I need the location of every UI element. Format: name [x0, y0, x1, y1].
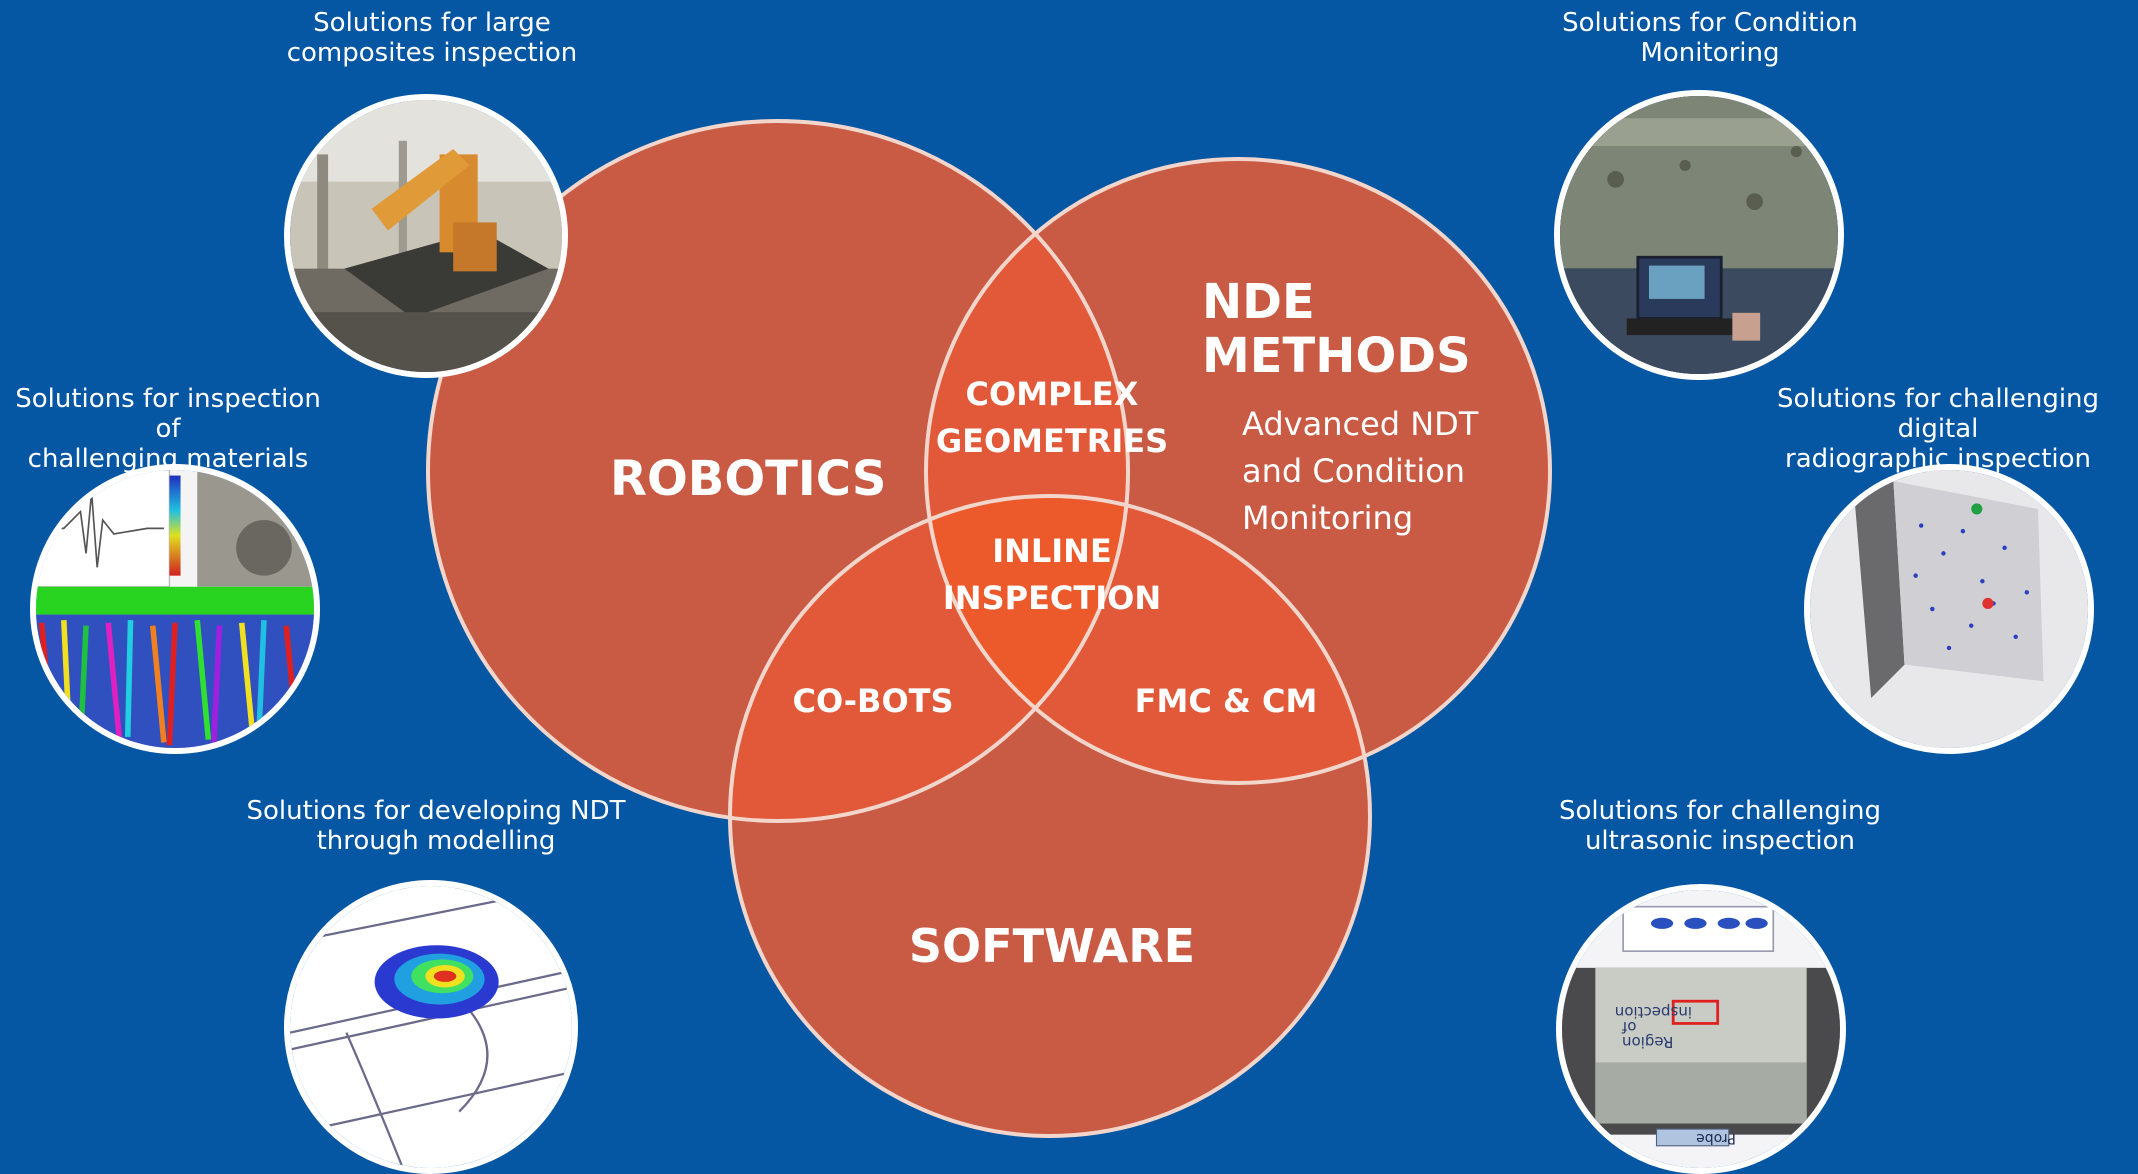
robot-arm-composites-image	[284, 94, 568, 378]
fmc-label: FMC & CM	[1135, 682, 1318, 720]
inline-label-line2: INSPECTION	[943, 579, 1161, 617]
radiographic-scan-image	[1804, 464, 2094, 754]
caption-condition-monitoring: Solutions for Condition Monitoring	[1562, 8, 1858, 68]
nde-desc-line1: Advanced NDT	[1242, 405, 1479, 443]
complex-label-line1: COMPLEX	[966, 375, 1139, 413]
circle-outlines	[426, 119, 1552, 1138]
condition-monitoring-image	[1554, 90, 1844, 380]
nde-label-line1: NDE	[1202, 274, 1315, 330]
ndt-modelling-image	[284, 880, 578, 1174]
software-label: SOFTWARE	[909, 919, 1195, 973]
ultrasonic-inspection-image	[1556, 884, 1846, 1174]
nde-label-line2: METHODS	[1202, 328, 1471, 384]
caption-modelling: Solutions for developing NDT through mod…	[246, 796, 626, 856]
overlap-nde-software	[926, 496, 1370, 783]
robotics-label: ROBOTICS	[610, 451, 886, 507]
inline-label-line1: INLINE	[992, 532, 1112, 570]
region-of-inspection-label: Region of inspection	[1614, 1003, 1692, 1051]
caption-digital-radiographic: Solutions for challenging digital radiog…	[1776, 384, 2100, 474]
nde-desc-line3: Monitoring	[1242, 499, 1413, 537]
probe-label: Probe	[1696, 1130, 1736, 1146]
caption-large-composites: Solutions for large composites inspectio…	[286, 8, 578, 68]
cobots-label: CO-BOTS	[792, 682, 953, 720]
complex-label-line2: GEOMETRIES	[936, 422, 1168, 460]
materials-scan-image	[30, 464, 320, 754]
caption-ultrasonic: Solutions for challenging ultrasonic ins…	[1558, 796, 1882, 856]
nde-desc-line2: and Condition	[1242, 452, 1465, 490]
caption-challenging-materials: Solutions for inspection of challenging …	[15, 384, 321, 474]
